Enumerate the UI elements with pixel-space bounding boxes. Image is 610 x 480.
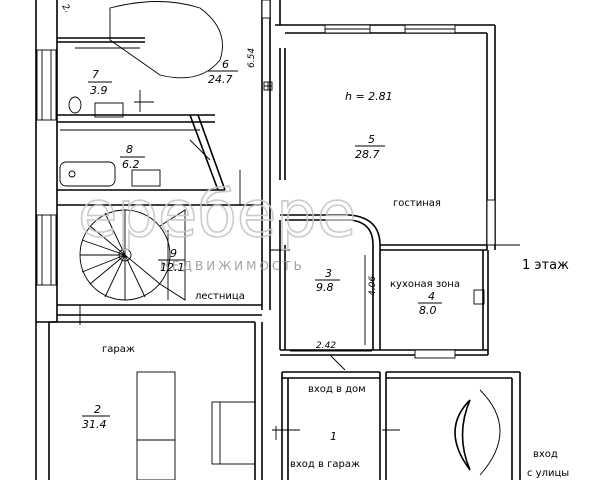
room-2-number: 2 bbox=[94, 403, 101, 416]
room-5-label: гостиная bbox=[393, 198, 441, 209]
room-8-area: 6.2 bbox=[122, 158, 140, 171]
room-9-number: 9 bbox=[170, 247, 177, 260]
spiral-staircase-icon bbox=[79, 209, 186, 301]
outer-walls bbox=[35, 0, 496, 480]
height-note: h = 2.81 bbox=[345, 90, 393, 103]
watermark-logo: еребере bbox=[78, 178, 356, 252]
room-8-number: 8 bbox=[126, 143, 133, 156]
room-6-area: 24.7 bbox=[208, 73, 233, 86]
dimension-6-54: 6.54 bbox=[247, 48, 257, 68]
room-5-area: 28.7 bbox=[355, 148, 380, 161]
dimension-2-42: 2.42 bbox=[316, 341, 336, 351]
room-4-number: 4 bbox=[428, 290, 435, 303]
room-7-area: 3.9 bbox=[90, 84, 108, 97]
toilet-icon bbox=[68, 96, 82, 114]
room-4-area: 8.0 bbox=[419, 304, 437, 317]
watermark: еребере НЕДВИЖИМОСТЬ bbox=[77, 177, 357, 273]
street-entrance-line1: вход bbox=[533, 449, 558, 460]
room-1-number: 1 bbox=[330, 430, 337, 443]
floor-label: 1 этаж bbox=[522, 258, 569, 273]
room-3-number: 3 bbox=[325, 267, 332, 280]
room-2-label: гараж bbox=[102, 344, 135, 355]
car-outline bbox=[136, 371, 176, 480]
room-1-label-house: вход в дом bbox=[308, 384, 366, 395]
room-labels: 6 24.7 7 3.9 8 6.2 9 12.1 лестница 5 28.… bbox=[82, 58, 569, 479]
room-9-label: лестница bbox=[195, 291, 245, 302]
fixtures bbox=[59, 1, 520, 480]
watermark-subtitle: НЕДВИЖИМОСТЬ bbox=[160, 259, 305, 273]
interior-walls bbox=[49, 0, 521, 480]
room-3-area: 9.8 bbox=[316, 281, 334, 294]
bathtub-icon bbox=[59, 161, 116, 187]
room-9-area: 12.1 bbox=[160, 261, 185, 274]
dimension-2: 2. bbox=[59, 3, 72, 15]
room-7-number: 7 bbox=[92, 68, 99, 81]
room-4-label: кухоная зона bbox=[390, 279, 460, 290]
room-1-label-garage: вход в гараж bbox=[290, 459, 360, 470]
street-entrance-line2: с улицы bbox=[527, 468, 569, 479]
porch-arc bbox=[454, 399, 471, 471]
room-6-number: 6 bbox=[222, 58, 229, 71]
room-2-area: 31.4 bbox=[82, 418, 107, 431]
room-5-number: 5 bbox=[368, 133, 375, 146]
dimension-4-06: 4.06 bbox=[368, 276, 378, 296]
